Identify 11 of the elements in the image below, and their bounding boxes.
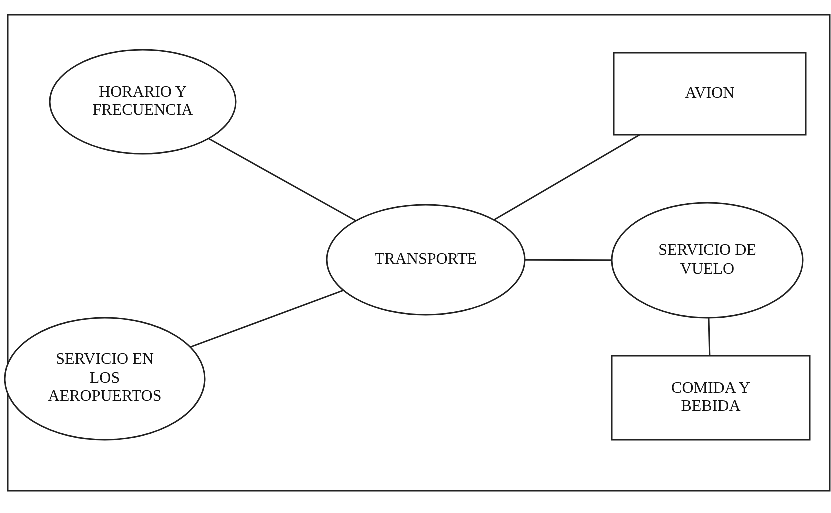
node-label: TRANSPORTE (374, 250, 478, 270)
node-label: SERVICIO EN LOS AEROPUERTOS (47, 351, 163, 407)
node-label: SERVICIO DE VUELO (658, 242, 758, 279)
connector-line (208, 138, 357, 222)
node-label: HORARIO Y FRECUENCIA (92, 84, 194, 120)
connector-line (494, 134, 640, 221)
connector-line (190, 290, 344, 348)
connector-line (525, 259, 612, 262)
connector-line (708, 318, 711, 356)
node-label: AVION (685, 84, 735, 104)
node-label: COMIDA Y BEBIDA (670, 380, 752, 416)
